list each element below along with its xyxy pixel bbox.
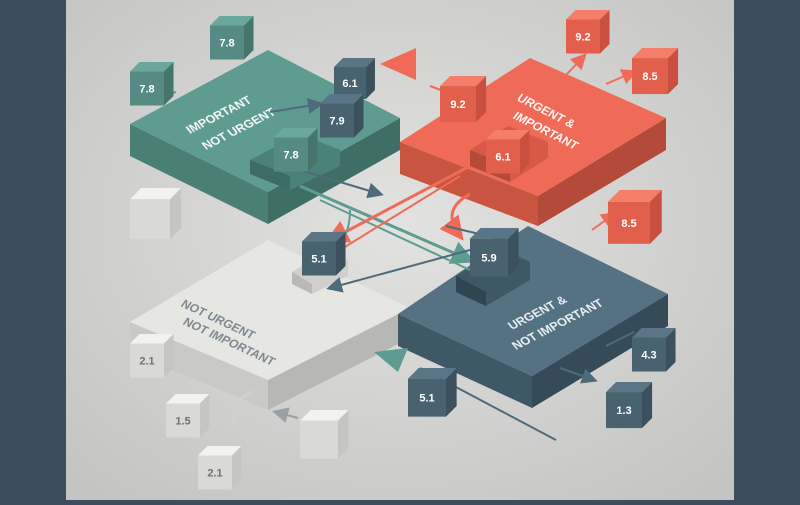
value-cube-white-b: 1.5 [166, 394, 210, 438]
arrow-coral-right [605, 69, 638, 85]
value-cube-label: 8.5 [621, 218, 636, 230]
value-cube-label: 4.3 [641, 350, 656, 362]
arrow-teal-to-slate-2 [319, 199, 471, 271]
value-cube-label: 1.3 [616, 405, 631, 417]
coral-flag-icon [380, 48, 416, 80]
arrow-slate-to-white [326, 249, 471, 293]
arrow-slate-to-cube [605, 331, 635, 347]
arrow-teal-corner [269, 97, 324, 114]
value-cube-label: 8.5 [642, 71, 657, 83]
value-cube-coral-a: 9.2 [440, 76, 487, 123]
value-cube-teal-corner-b: 7.9 [320, 94, 364, 138]
value-cube-coral-d: 8.5 [608, 190, 662, 244]
arrow-gray-left [272, 407, 299, 423]
value-cube-white-c: 2.1 [198, 446, 242, 490]
arrow-slate-right [559, 367, 598, 384]
arrow-coral-to-white [324, 164, 471, 243]
value-cube-top-left-b: 7.8 [130, 62, 174, 106]
value-cube-quad-white: 5.1 [302, 232, 346, 276]
arrow-coral-to-white-2 [339, 175, 461, 251]
value-cube-coral-b: 9.2 [566, 10, 610, 54]
value-cube-quad-coral: 6.1 [486, 130, 530, 174]
value-cube-white-blank-b [300, 410, 349, 459]
value-cube-slate-c: 5.1 [408, 368, 457, 417]
value-cube-label: 5.1 [311, 254, 326, 266]
quadrant-not-urgent-not-important: NOT URGENT NOT IMPORTANT [130, 240, 410, 410]
value-cube-white-blank-a [130, 188, 182, 240]
value-cube-label: 7.8 [139, 84, 154, 96]
value-cube-teal-corner-a: 6.1 [334, 58, 375, 99]
arrow-coral-down [439, 192, 471, 241]
arrow-white-curve [231, 390, 253, 427]
value-cube-label: 2.1 [139, 356, 154, 368]
value-cube-top-left-a: 7.8 [210, 16, 254, 60]
value-cube-label: 7.8 [283, 150, 298, 162]
value-cube-label: 5.1 [419, 393, 434, 405]
value-cube-label: 6.1 [495, 152, 510, 164]
value-cube-label: 2.1 [207, 468, 222, 480]
value-cube-label: 5.9 [481, 253, 496, 265]
teal-flag-icon [374, 348, 408, 372]
value-cube-slate-b: 1.3 [606, 382, 653, 429]
quadrant-urgent-not-important: URGENT & NOT IMPORTANT [398, 226, 668, 408]
value-cube-label: 7.8 [219, 38, 234, 50]
value-cube-quad-slate: 5.9 [470, 228, 519, 277]
right-frame [734, 0, 800, 500]
value-cube-slate-a: 4.3 [632, 328, 676, 372]
value-cube-label: 9.2 [450, 99, 465, 111]
left-frame [0, 0, 66, 500]
value-cubes: 7.8 7.8 6.1 7.9 7.8 9.2 9.2 8.5 6.1 8.5 5.1 5.9 4.3 1… [130, 10, 679, 490]
value-cube-label: 6.1 [342, 78, 357, 90]
connector-arrows [142, 53, 638, 441]
arrow-coral-up [551, 53, 587, 91]
value-cube-quad-teal: 7.8 [274, 128, 318, 172]
value-cube-label: 9.2 [575, 32, 590, 44]
value-cube-label: 1.5 [175, 416, 190, 428]
value-cube-white-a: 2.1 [130, 334, 174, 378]
arrow-teal-to-right [299, 169, 384, 199]
value-cube-coral-c: 8.5 [632, 48, 679, 95]
value-cube-label: 7.9 [329, 116, 344, 128]
